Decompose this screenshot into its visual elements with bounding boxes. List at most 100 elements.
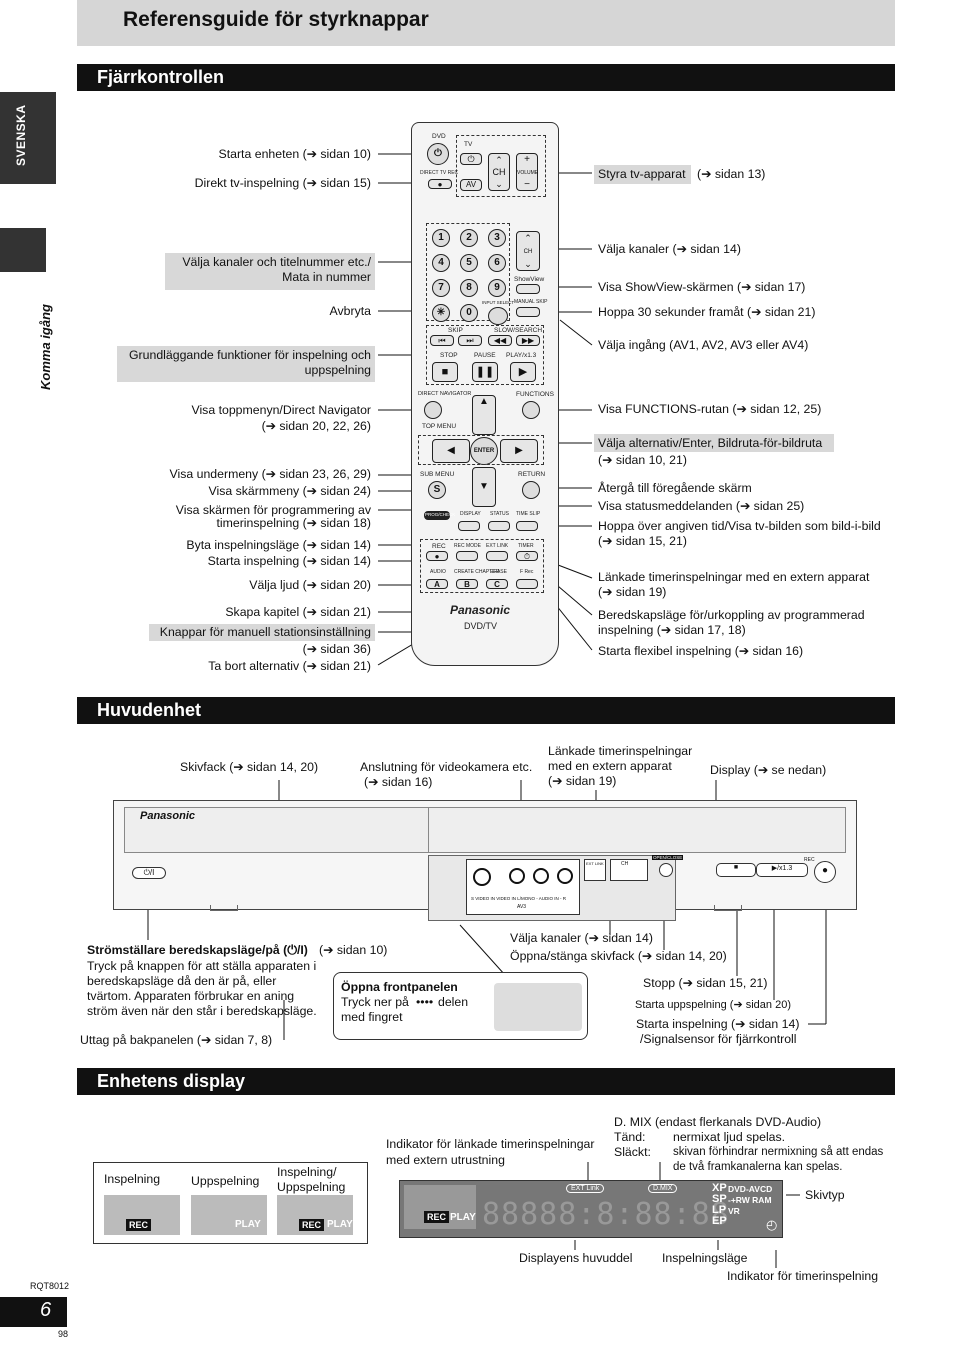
status-button[interactable]	[488, 521, 510, 531]
ext-link-button[interactable]	[486, 551, 508, 561]
f-rec-button[interactable]	[516, 579, 538, 589]
direct-tv-rec-button[interactable]: ●	[428, 179, 452, 189]
display-button[interactable]	[458, 521, 480, 531]
open-front-title: Öppna frontpanelen	[341, 980, 458, 994]
rec-mode-button[interactable]	[456, 551, 478, 561]
key-play-label: PLAY/x1.3	[506, 352, 537, 359]
digit-8-button[interactable]: 8	[460, 279, 478, 297]
return-button[interactable]	[522, 481, 540, 499]
digit-4-button[interactable]: 4	[432, 254, 450, 272]
label-unit-channels: Välja kanaler (➔ sidan 14)	[510, 931, 653, 945]
disc-tray	[124, 807, 846, 853]
label-camcorder-1: Anslutning för videokamera etc.	[360, 760, 533, 774]
open-close-button[interactable]	[659, 863, 673, 877]
pause-button[interactable]: ❚❚	[472, 362, 498, 382]
ch-unit-label: CH	[621, 861, 629, 867]
unit-brand: Panasonic	[140, 810, 196, 822]
label-power-desc-3: tvärtom. Apparaten förbrukar en aning	[87, 989, 295, 1003]
label-chapter: Skapa kapitel (➔ sidan 21)	[225, 605, 371, 619]
showview-button[interactable]	[516, 284, 540, 294]
rec-unit-button[interactable]: ●	[814, 861, 836, 883]
label-ext-link-2: (➔ sidan 19)	[598, 585, 667, 599]
label-display: Visa skärmmeny (➔ sidan 24)	[208, 484, 371, 498]
key-status-label: STATUS	[490, 511, 509, 517]
skip-back-button[interactable]: ⏮	[430, 335, 454, 346]
mode-sp: SP	[712, 1193, 727, 1205]
rec-button[interactable]: ●	[426, 551, 448, 561]
remote-brand: Panasonic	[450, 603, 511, 617]
manual-skip-button[interactable]	[516, 307, 540, 317]
left-arrow-button[interactable]: ◀	[432, 439, 470, 463]
cancel-button[interactable]: ✳	[432, 304, 450, 322]
key-top-menu-label: TOP MENU	[422, 423, 457, 430]
label-input: Välja ingång (AV1, AV2, AV3 eller AV4)	[598, 338, 809, 352]
direct-navigator-button[interactable]	[424, 401, 442, 419]
create-chapter-button[interactable]: B	[456, 579, 478, 589]
label-prog-2: timerinspelning (➔ sidan 18)	[216, 516, 371, 530]
key-input-select-label: INPUT SELECT	[482, 300, 515, 305]
mode-rec-label: Inspelning	[104, 1172, 161, 1186]
input-select-button[interactable]	[488, 307, 508, 325]
key-rec-label: REC	[432, 543, 446, 550]
key-audio-label: AUDIO	[430, 569, 446, 575]
digit-2-button[interactable]: 2	[460, 229, 478, 247]
power-button[interactable]: ⏻	[427, 143, 449, 165]
tv-power-button[interactable]: ⏻	[460, 153, 482, 165]
digit-9-button[interactable]: 9	[488, 279, 506, 297]
display-rec-tag: REC	[424, 1211, 450, 1223]
label-timer-ind: Indikator för timerinspelning	[727, 1269, 879, 1283]
digit-1-button[interactable]: 1	[432, 229, 450, 247]
time-slip-button[interactable]	[516, 521, 538, 531]
digit-7-button[interactable]: 7	[432, 279, 450, 297]
key-dvd-label: DVD	[432, 133, 446, 140]
tv-ch-label: CH	[492, 167, 506, 177]
slow-back-button[interactable]: ◀◀	[488, 335, 512, 346]
mode-play-tag: PLAY	[235, 1219, 261, 1230]
ext-link-unit-button[interactable]: EXT LINK	[584, 859, 606, 881]
stop-button[interactable]: ■	[432, 362, 458, 382]
slow-forward-button[interactable]: ▶▶	[516, 335, 540, 346]
display-rec-modes: XP SP LP EP	[712, 1183, 727, 1227]
prog-check-button[interactable]: PROG/CHECK	[424, 511, 455, 520]
av3-jacks: S VIDEO IN VIDEO IN L/MONO - AUDIO IN - …	[466, 859, 580, 915]
label-manual-2: (➔ sidan 36)	[302, 642, 371, 656]
skip-forward-button[interactable]: ⏭	[458, 335, 482, 346]
tv-ch-rocker[interactable]: ⌃CH⌄	[488, 153, 510, 191]
play-button[interactable]: ▶	[510, 362, 536, 382]
mode-lp: LP	[712, 1204, 727, 1216]
tv-av-button[interactable]: AV	[460, 179, 482, 191]
down-arrow-button[interactable]: ▼	[472, 467, 496, 507]
up-arrow-button[interactable]: ▲	[472, 395, 496, 435]
label-manual-skip: Hoppa 30 sekunder framåt (➔ sidan 21)	[598, 305, 816, 319]
label-tv: Styra tv-apparat	[598, 167, 686, 181]
digit-5-button[interactable]: 5	[460, 254, 478, 272]
standby-button[interactable]: ⏻/I	[132, 867, 166, 879]
play-unit-button[interactable]: ▶/x1.3	[756, 863, 808, 877]
timer-button[interactable]: ⏱	[516, 551, 538, 561]
digit-6-button[interactable]: 6	[488, 254, 506, 272]
stop-unit-button[interactable]: ■	[716, 863, 756, 877]
tray-divider	[428, 807, 429, 853]
digit-0-button[interactable]: 0	[460, 304, 478, 322]
tv-volume-rocker[interactable]: +VOLUME−	[516, 153, 539, 191]
right-arrow-button[interactable]: ▶	[500, 439, 538, 463]
sub-menu-button[interactable]: S	[428, 481, 446, 499]
erase-button[interactable]: C	[486, 579, 508, 589]
label-ext-link-1: Länkade timerinspelningar med en extern …	[598, 570, 870, 584]
label-dmix-on-k: Tänd:	[614, 1130, 646, 1144]
footer-code: RQT8012	[30, 1281, 70, 1291]
ext-link-unit-label: EXT LINK	[586, 861, 604, 866]
digit-3-button[interactable]: 3	[488, 229, 506, 247]
front-display: REC PLAY EXT Link D.MIX 88888:8:88:88 XP…	[399, 1180, 783, 1238]
ch-rocker[interactable]: ⌃CH⌄	[516, 231, 540, 271]
section-display-title: Enhetens display	[97, 1071, 246, 1091]
label-timer-1: Beredskapsläge för/urkoppling av program…	[598, 608, 865, 622]
label-linked-ind-1: Indikator för länkade timerinspelningar	[386, 1137, 595, 1151]
ch-unit-buttons[interactable]: CH	[610, 859, 648, 881]
functions-button[interactable]	[522, 401, 540, 419]
key-sub-menu-label: SUB MENU	[420, 471, 455, 478]
language-tab: SVENSKA	[0, 92, 56, 184]
label-rear-outlet: Uttag på bakpanelen (➔ sidan 7, 8)	[80, 1033, 273, 1047]
audio-button[interactable]: A	[426, 579, 448, 589]
remote-model: DVD/TV	[464, 621, 498, 631]
